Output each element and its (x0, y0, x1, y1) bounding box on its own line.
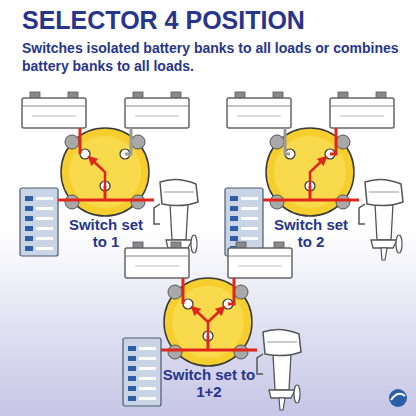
switch-pointer (310, 157, 326, 186)
battery (228, 242, 292, 278)
title: SELECTOR 4 POSITION (22, 6, 408, 35)
selector-switch (266, 128, 354, 216)
active-wire (330, 128, 336, 154)
switch-pointer (192, 307, 224, 322)
subtitle: Switches isolated battery banks to all l… (22, 40, 410, 75)
inactive-wire (125, 128, 131, 154)
inactive-wire (285, 128, 290, 154)
battery (22, 92, 86, 128)
panel-position-1 (20, 92, 198, 260)
panel-position-both (123, 242, 301, 410)
switch-panel (123, 338, 161, 406)
outboard-motor (359, 179, 403, 260)
battery (330, 92, 394, 128)
position-label: Switch set to 1+2 (162, 366, 256, 401)
selector-switch (61, 128, 149, 216)
selector-switch (164, 278, 252, 366)
battery (227, 92, 291, 128)
active-wire (182, 278, 185, 304)
load-wire (58, 186, 154, 200)
switch-pointer (89, 157, 105, 186)
active-wire (228, 278, 234, 304)
switch-pointer (207, 322, 210, 336)
switch-panel (20, 188, 58, 256)
brand-logo (389, 389, 407, 407)
outboard-motor (257, 329, 301, 410)
battery (125, 242, 189, 278)
battery (125, 92, 189, 128)
position-label: Switch set to 2 (265, 216, 357, 251)
load-wire (263, 186, 359, 200)
active-wire (79, 128, 82, 154)
load-wire (161, 336, 257, 350)
position-label: Switch set to 1 (60, 216, 152, 251)
panel-position-2 (225, 92, 403, 260)
